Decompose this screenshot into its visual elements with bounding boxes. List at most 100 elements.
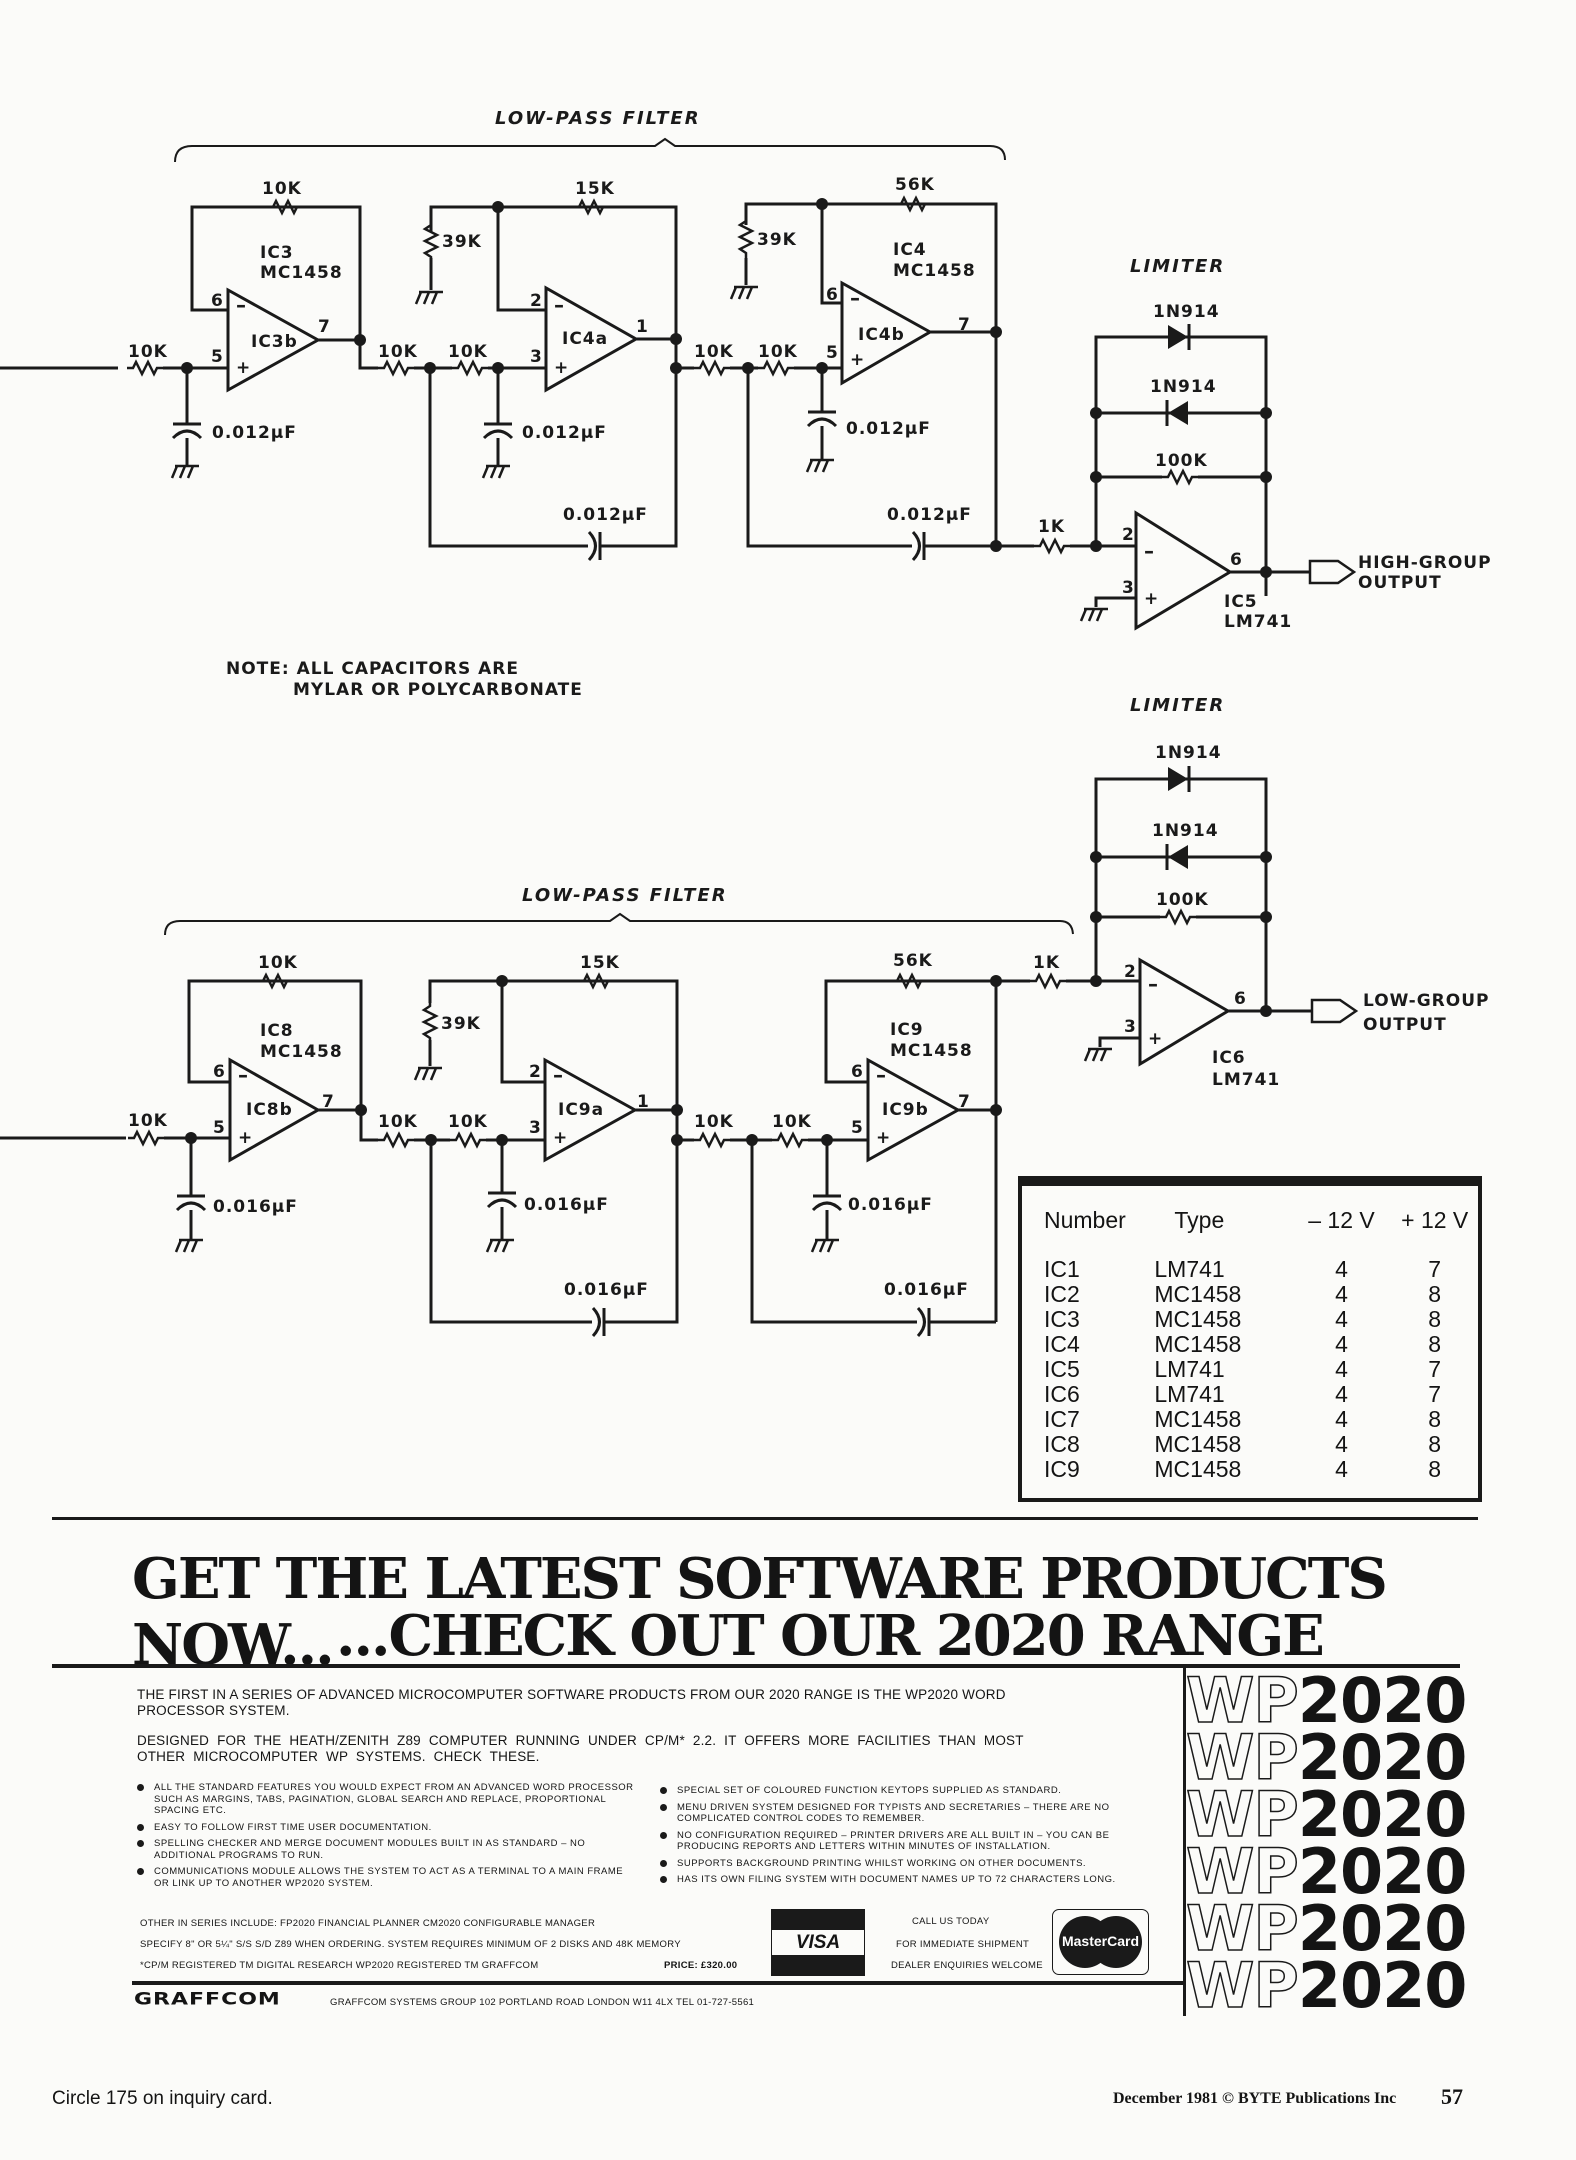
svg-text:0.016µF: 0.016µF: [213, 1197, 298, 1217]
feature-item: SPECIAL SET OF COLOURED FUNCTION KEYTOPS…: [660, 1785, 1160, 1797]
bottom-lowpass-label: LOW-PASS FILTER: [522, 885, 728, 906]
svg-text:MC1458: MC1458: [260, 263, 343, 283]
svg-text:10K: 10K: [258, 953, 298, 973]
bullet-icon: [137, 1823, 144, 1831]
low-group-output-label: LOW-GROUP: [1363, 991, 1489, 1011]
feature-item: MENU DRIVEN SYSTEM DESIGNED FOR TYPISTS …: [660, 1802, 1160, 1825]
neg12v-pin: 4: [1335, 1281, 1348, 1307]
svg-text:IC3: IC3: [260, 243, 294, 263]
svg-text:3: 3: [529, 1118, 542, 1138]
ic-type: MC1458: [1154, 1456, 1242, 1482]
ic-number: IC5: [1044, 1356, 1080, 1382]
issue-credit: December 1981 © BYTE Publications Inc: [1113, 2090, 1397, 2107]
graffcom-logo: GRAFFCOM: [134, 1990, 281, 2009]
svg-text:OUTPUT: OUTPUT: [1358, 573, 1442, 593]
svg-text:10K: 10K: [758, 342, 798, 362]
opamp-ic4b: [840, 280, 934, 386]
opamp-ic9a: [543, 1057, 639, 1163]
ad-headline-1: GET THE LATEST SOFTWARE PRODUCTS NOW...: [132, 1546, 1388, 1678]
neg12v-pin: 4: [1335, 1456, 1348, 1482]
neg12v-pin: 4: [1335, 1331, 1348, 1357]
svg-text:10K: 10K: [772, 1112, 812, 1132]
svg-text:1K: 1K: [1033, 953, 1060, 973]
svg-text:–: –: [236, 293, 247, 317]
pos12v-pin: 8: [1428, 1406, 1442, 1432]
feature-list-left: ALL THE STANDARD FEATURES YOU WOULD EXPE…: [137, 1782, 637, 1894]
svg-text:IC8: IC8: [260, 1021, 294, 1041]
bullet-icon: [660, 1831, 667, 1839]
svg-text:56K: 56K: [895, 175, 935, 195]
divider-rule: [132, 1981, 1186, 1985]
divider-rule: [52, 1517, 1478, 1520]
svg-text:IC9b: IC9b: [882, 1100, 929, 1120]
ic-type: MC1458: [1154, 1431, 1242, 1457]
opamp-ic3b: [226, 287, 322, 393]
svg-text:0.012µF: 0.012µF: [846, 419, 931, 439]
opamp-ic9b: [866, 1057, 962, 1163]
feature-item: SUPPORTS BACKGROUND PRINTING WHILST WORK…: [660, 1858, 1160, 1870]
note-line-2: MYLAR OR POLYCARBONATE: [293, 680, 583, 700]
price-text: PRICE: £320.00: [664, 1960, 738, 1971]
wp-outline-text: WP: [1185, 1720, 1299, 1795]
wp2020-logo: WP2020: [1185, 1948, 1486, 2023]
pos12v-pin: 8: [1428, 1306, 1442, 1332]
ic-number: IC8: [1044, 1431, 1080, 1457]
opamp-ic5: [1134, 510, 1233, 631]
pos12v-pin: 8: [1428, 1331, 1442, 1357]
col-header-pos12v: + 12 V: [1401, 1207, 1469, 1233]
svg-text:IC8b: IC8b: [246, 1100, 293, 1120]
pos12v-pin: 7: [1428, 1356, 1442, 1382]
top-limiter-label: LIMITER: [1130, 256, 1225, 277]
svg-text:LM741: LM741: [1224, 612, 1292, 632]
feature-text: ALL THE STANDARD FEATURES YOU WOULD EXPE…: [154, 1782, 634, 1816]
ad-intro-2: DESIGNED FOR THE HEATH/ZENITH Z89 COMPUT…: [137, 1733, 1024, 1764]
pos12v-pin: 8: [1428, 1456, 1442, 1482]
page-number: 57: [1441, 2084, 1463, 2109]
ic-number: IC1: [1044, 1256, 1080, 1282]
svg-text:MC1458: MC1458: [890, 1041, 973, 1061]
svg-text:6: 6: [211, 291, 224, 311]
svg-text:MC1458: MC1458: [893, 261, 976, 281]
svg-text:0.012µF: 0.012µF: [522, 423, 607, 443]
visa-logo: VISA: [771, 1909, 865, 1976]
col-header-number: Number: [1044, 1207, 1126, 1233]
svg-text:39K: 39K: [757, 230, 797, 250]
inquiry-card-note: Circle 175 on inquiry card.: [52, 2088, 273, 2109]
svg-text:5: 5: [851, 1118, 864, 1138]
svg-text:–: –: [238, 1063, 249, 1087]
svg-text:10K: 10K: [378, 342, 418, 362]
neg12v-pin: 4: [1335, 1431, 1348, 1457]
svg-text:IC9a: IC9a: [558, 1100, 604, 1120]
divider-rule: [1183, 1668, 1186, 2016]
svg-text:0.016µF: 0.016µF: [564, 1280, 649, 1300]
ic-type: MC1458: [1154, 1331, 1242, 1357]
feature-item: ALL THE STANDARD FEATURES YOU WOULD EXPE…: [137, 1782, 637, 1817]
bullet-icon: [137, 1868, 144, 1875]
feature-text: SPELLING CHECKER AND MERGE DOCUMENT MODU…: [154, 1838, 586, 1861]
svg-text:+: +: [554, 358, 569, 378]
dealer-enquiries-text: DEALER ENQUIRIES WELCOME: [891, 1960, 1043, 1971]
opamp-ic4a: [544, 285, 640, 393]
pos12v-pin: 8: [1428, 1281, 1442, 1307]
svg-text:6: 6: [1230, 550, 1243, 570]
schematic-diagram: LOW-PASS FILTER 10K 0.012µF –+ IC3b 6 5 …: [0, 108, 1491, 1338]
feature-item: NO CONFIGURATION REQUIRED – PRINTER DRIV…: [660, 1830, 1160, 1853]
svg-text:IC6: IC6: [1212, 1048, 1246, 1068]
ad-headline-2: ...CHECK OUT OUR 2020 RANGE: [336, 1603, 1325, 1669]
svg-text:LM741: LM741: [1212, 1070, 1280, 1090]
svg-text:3: 3: [530, 347, 543, 367]
col-header-neg12v: – 12 V: [1308, 1207, 1375, 1233]
bullet-icon: [660, 1803, 667, 1811]
feature-list-right: SPECIAL SET OF COLOURED FUNCTION KEYTOPS…: [660, 1785, 1160, 1891]
circuit-high-group: LOW-PASS FILTER 10K 0.012µF –+ IC3b 6 5 …: [0, 108, 1491, 632]
svg-text:10K: 10K: [448, 342, 488, 362]
call-today-text: CALL US TODAY: [912, 1916, 990, 1927]
neg12v-pin: 4: [1335, 1256, 1348, 1282]
svg-text:–: –: [554, 293, 565, 317]
